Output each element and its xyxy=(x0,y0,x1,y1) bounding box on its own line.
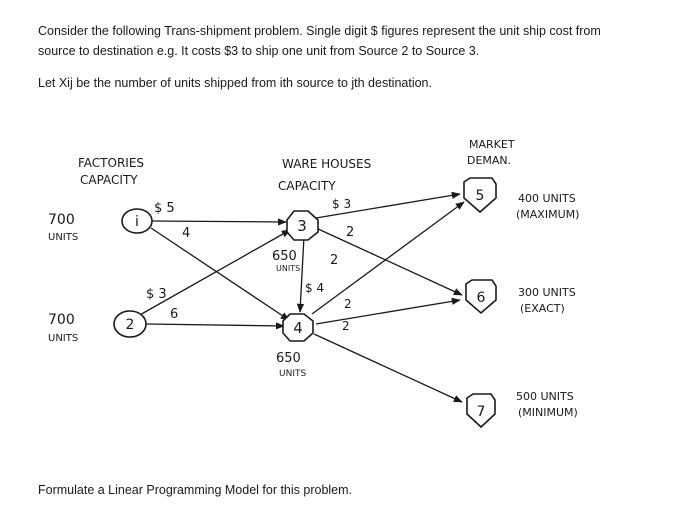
cost-1-3: $ 5 xyxy=(154,201,175,216)
market-node-5 xyxy=(463,177,497,214)
warehouse-node-3-label: 3 xyxy=(297,217,307,235)
factory-2-capacity: 700 xyxy=(48,312,75,328)
edge-3-6 xyxy=(315,227,463,296)
market-node-7-label: 7 xyxy=(477,404,486,420)
edge-1-3 xyxy=(151,218,287,226)
cost-3-4: 2 xyxy=(330,253,338,268)
cost-2-4: 6 xyxy=(170,307,178,322)
cost-4-7: 2 xyxy=(342,319,350,333)
warehouse-node-3 xyxy=(286,210,319,241)
edge-4-5 xyxy=(311,201,465,315)
factory-node-2 xyxy=(113,310,147,338)
warehouses-capacity-header: CAPACITY xyxy=(278,179,336,193)
edge-3-5 xyxy=(315,191,461,219)
edge-3-4 xyxy=(296,235,305,313)
factory-node-1 xyxy=(121,208,153,234)
market-6-demand: 300 UNITS xyxy=(518,286,576,299)
market-5-demand: 400 UNITS xyxy=(518,192,576,205)
edge-4-7 xyxy=(313,333,463,403)
factories-group: FACTORIES CAPACITY 700 UNITS 700 UNITS i… xyxy=(48,156,153,344)
market-node-7 xyxy=(466,393,496,429)
warehouse-3-capacity: 650 xyxy=(272,249,297,264)
cost-1-4: 4 xyxy=(182,226,190,241)
cost-4-5: $ 4 xyxy=(305,281,324,295)
edge-2-3 xyxy=(137,229,291,317)
markets-header: MARKET xyxy=(469,138,515,151)
edge-1-4 xyxy=(150,227,290,321)
market-node-6 xyxy=(465,279,497,315)
cost-3-6: 2 xyxy=(346,225,354,240)
intro-text: Consider the following Trans-shipment pr… xyxy=(38,21,668,61)
warehouse-3-unit: UNITS xyxy=(276,264,300,273)
warehouse-node-4 xyxy=(282,313,314,342)
intro-line-2: source to destination e.g. It costs $3 t… xyxy=(38,44,480,58)
factory-2-unit: UNITS xyxy=(48,333,78,344)
warehouse-node-4-label: 4 xyxy=(293,319,303,337)
market-7-demand: 500 UNITS xyxy=(516,390,574,403)
factory-node-1-label: i xyxy=(135,214,139,230)
factories-header: FACTORIES xyxy=(78,156,144,170)
cost-labels: $ 5 4 $ 3 6 $ 3 2 2 $ 4 2 2 xyxy=(146,197,354,333)
edge-4-6 xyxy=(315,297,461,325)
factory-node-2-label: 2 xyxy=(126,317,135,333)
market-7-type: (MINIMUM) xyxy=(518,406,578,419)
market-node-5-label: 5 xyxy=(476,188,485,204)
warehouse-4-capacity: 650 xyxy=(276,351,301,366)
edges xyxy=(137,191,465,403)
variable-definition: Let Xij be the number of units shipped f… xyxy=(38,76,432,90)
task-instruction: Formulate a Linear Programming Model for… xyxy=(38,483,353,497)
cost-4-6: 2 xyxy=(344,297,352,311)
market-6-type: (EXACT) xyxy=(520,302,565,315)
cost-2-3: $ 3 xyxy=(146,287,167,302)
market-5-type: (MAXIMUM) xyxy=(516,208,579,221)
markets-group: MARKET DEMAN. 5 400 UNITS (MAXIMUM) 6 30… xyxy=(463,138,579,429)
factories-capacity-header: CAPACITY xyxy=(80,173,138,187)
markets-demand-header: DEMAN. xyxy=(467,154,511,167)
edge-2-4 xyxy=(145,322,285,330)
warehouse-4-unit: UNITS xyxy=(279,369,306,379)
cost-3-5: $ 3 xyxy=(332,197,351,211)
warehouses-header: WARE HOUSES xyxy=(282,157,371,171)
intro-line-1: Consider the following Trans-shipment pr… xyxy=(38,24,601,38)
market-node-6-label: 6 xyxy=(477,290,486,306)
factory-1-capacity: 700 xyxy=(48,212,75,228)
warehouses-group: WARE HOUSES CAPACITY 3 650 UNITS 4 650 U… xyxy=(272,157,371,379)
factory-1-unit: UNITS xyxy=(48,232,78,243)
